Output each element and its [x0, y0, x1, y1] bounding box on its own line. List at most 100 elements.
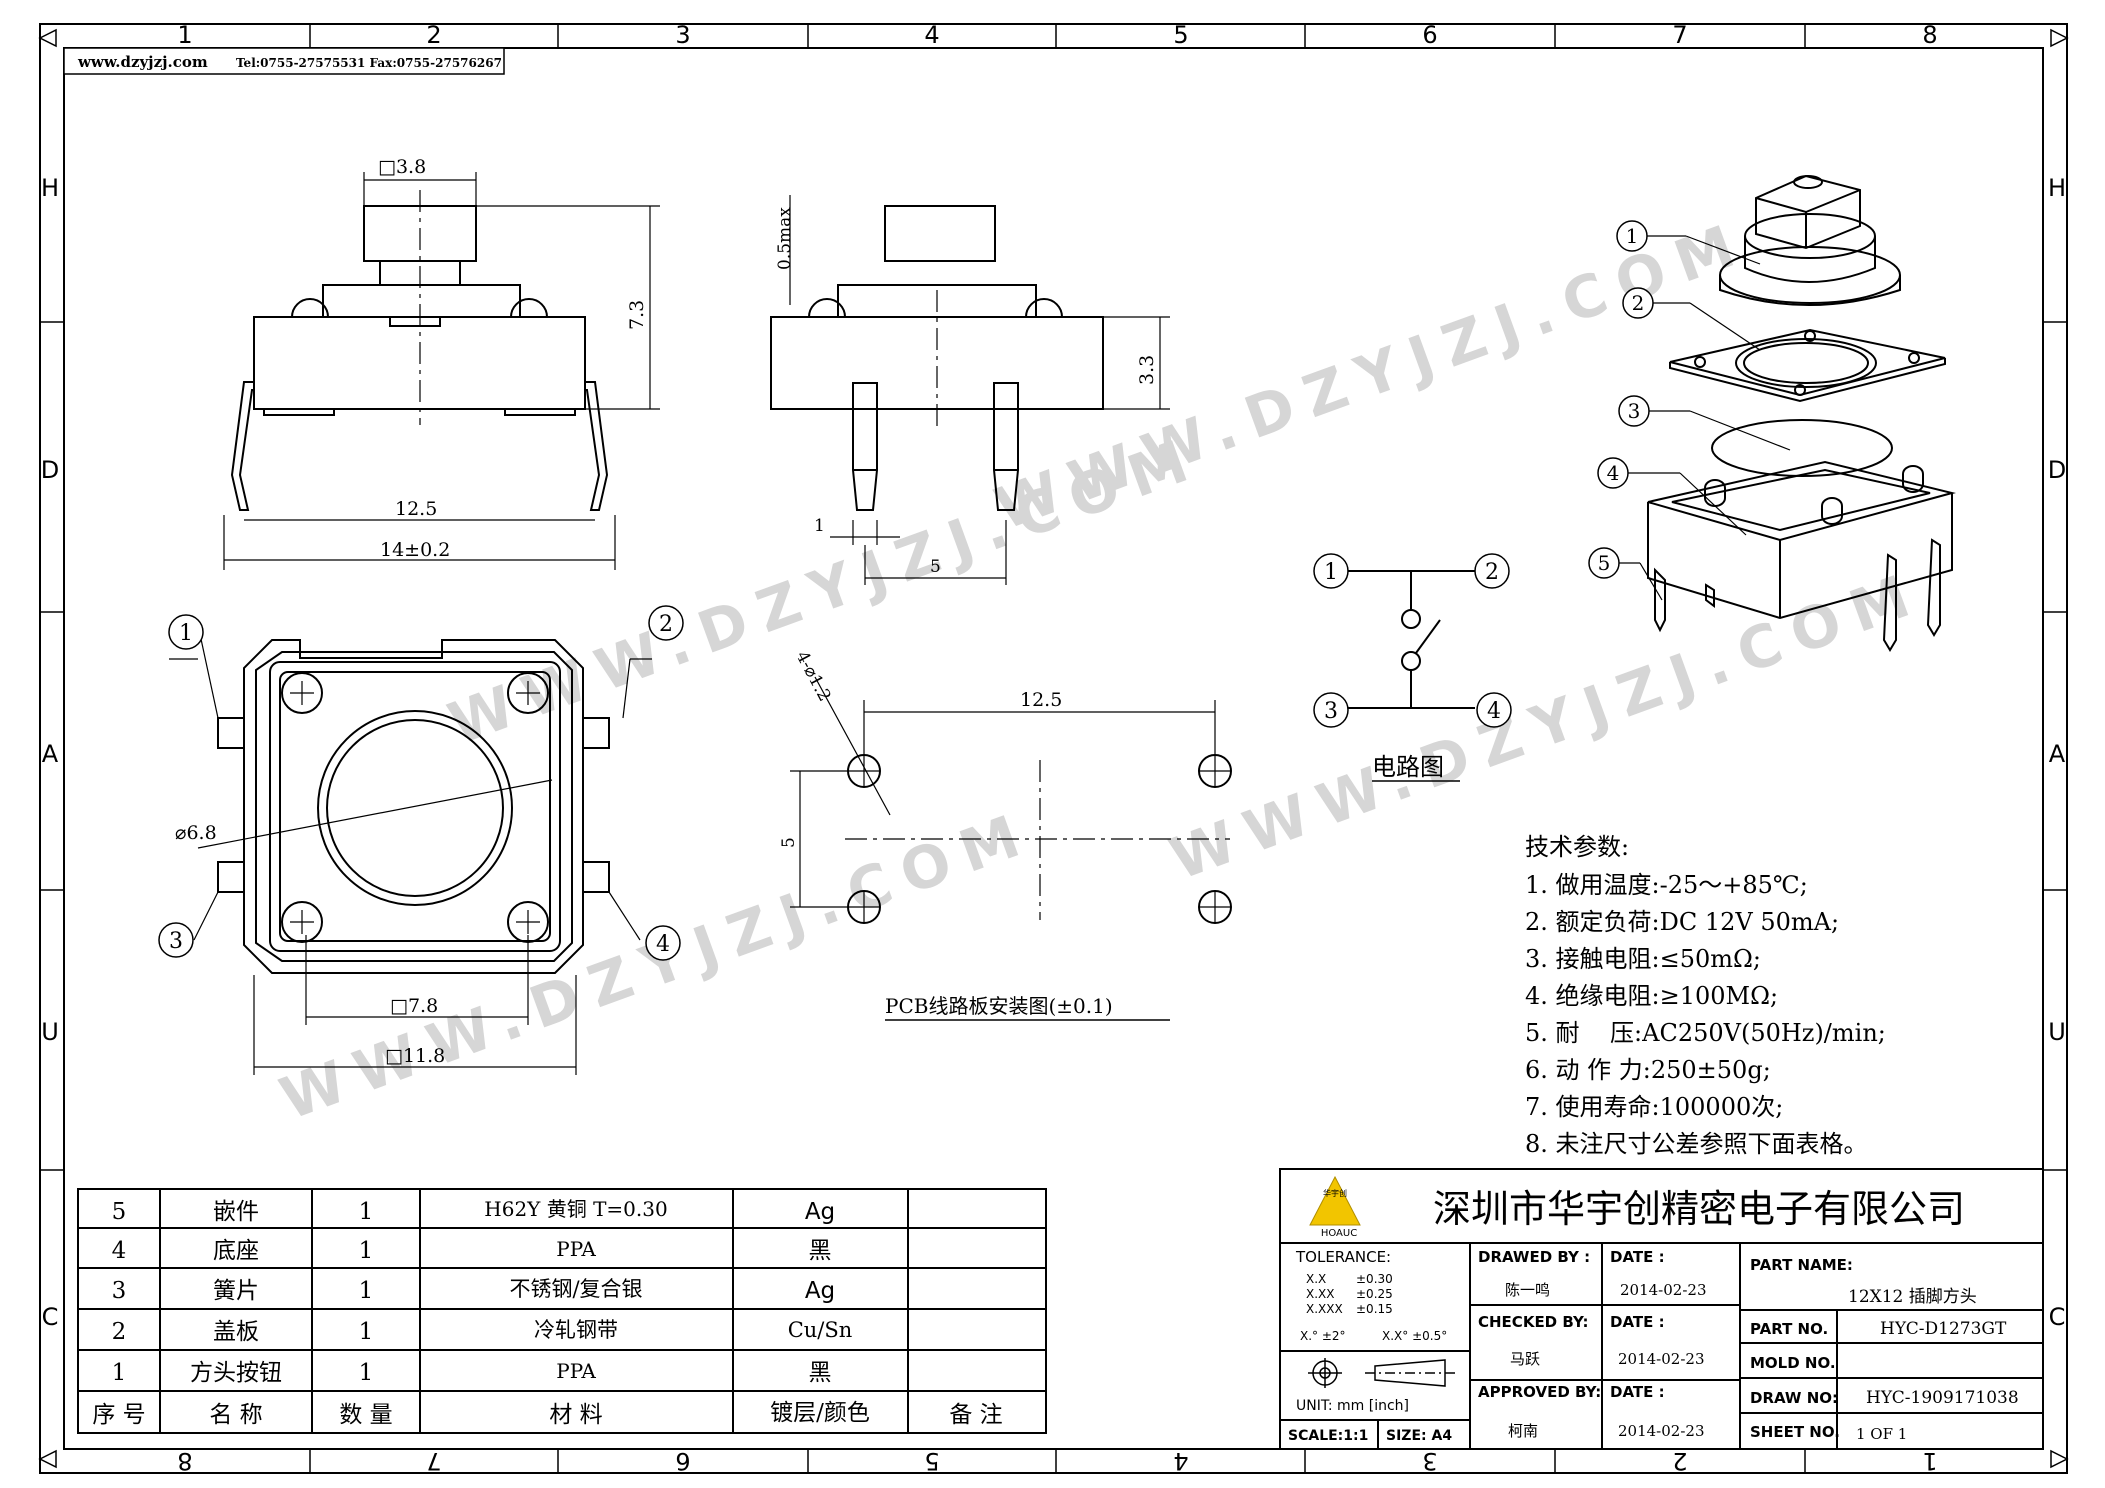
draw-no: HYC-1909171038	[1866, 1388, 2019, 1408]
dim-body-height: 3.3	[1136, 355, 1158, 385]
dim-hole-diameter: 4-⌀1.2	[792, 648, 835, 705]
checked-date: 2014-02-23	[1618, 1350, 1704, 1368]
grid-number-top: 1	[177, 21, 192, 49]
drawn-label: DRAWED BY :	[1478, 1248, 1590, 1266]
side-view-dimensions	[789, 195, 1170, 585]
part-callout: 3	[1628, 399, 1641, 423]
grid-number-bottom: 7	[426, 1447, 441, 1475]
sheet-label: SHEET NO.	[1750, 1423, 1840, 1441]
spec-item: 1. 做用温度:-25～+85℃;	[1525, 871, 1808, 899]
top-view-holes-cross	[290, 681, 540, 934]
grid-number-bottom: 8	[177, 1447, 192, 1475]
date-label: DATE :	[1610, 1313, 1665, 1331]
bom-cell: 不锈钢/复合银	[509, 1277, 642, 1301]
circuit-pin: 2	[1485, 560, 1499, 585]
bom-cell: 黑	[809, 1238, 832, 1264]
title-block	[1279, 1168, 2044, 1450]
dim-pin-spacing: 5	[930, 557, 941, 577]
bom-cell: 3	[112, 1278, 127, 1304]
frame-corner-marks	[38, 28, 2069, 1469]
company-logo: 华宇创 HOAUC	[1309, 1175, 1361, 1239]
bom-header: 名 称	[209, 1402, 262, 1428]
bom-cell: 5	[112, 1199, 127, 1225]
bom-cell: 1	[359, 1199, 374, 1225]
drawn-by: 陈一鸣	[1505, 1281, 1550, 1299]
top-view	[217, 639, 610, 974]
bom-header: 数 量	[339, 1402, 392, 1428]
bom-cell: 方头按钮	[190, 1360, 282, 1386]
grid-letter-left: U	[41, 1018, 59, 1046]
exploded-view	[1647, 174, 1956, 652]
bom-cell: 1	[359, 1360, 374, 1386]
date-label: DATE :	[1610, 1248, 1665, 1266]
dim-overall-width: 14±0.2	[380, 539, 450, 561]
grid-number-bottom: 6	[675, 1447, 690, 1475]
bom-cell: 嵌件	[213, 1199, 259, 1225]
dim-width: 12.5	[395, 498, 437, 520]
frame-ticks	[40, 24, 2067, 1473]
bom-header: 材 料	[549, 1402, 602, 1428]
approved-label: APPROVED BY:	[1478, 1383, 1601, 1401]
dim-max-travel: 0.5max	[775, 207, 795, 270]
watermark-text: WWW.DZYJZJ.COM	[272, 798, 1042, 1134]
grid-number-top: 7	[1672, 21, 1687, 49]
circuit-pin: 1	[1324, 560, 1338, 585]
spec-item: 8. 未注尺寸公差参照下面表格。	[1525, 1130, 1868, 1158]
bom-cell: 黑	[809, 1360, 832, 1386]
grid-letter-right: U	[2048, 1018, 2066, 1046]
bom-cell: 盖板	[213, 1319, 259, 1345]
front-view-dimensions	[223, 172, 660, 570]
header-contact-box: www.dzyjzj.com Tel:0755-27575531 Fax:075…	[63, 47, 505, 75]
draw-no-label: DRAW NO:	[1750, 1389, 1838, 1407]
part-info-block: PART NAME: 12X12 插脚方头 PART NO. HYC-D1273…	[1750, 1256, 2019, 1443]
date-label: DATE :	[1610, 1383, 1665, 1401]
dim-actuator-diameter: ⌀6.8	[175, 822, 217, 844]
part-callout: 1	[1626, 224, 1639, 248]
circuit-caption: 电路图	[1372, 753, 1444, 781]
bom-cell: Cu/Sn	[788, 1318, 853, 1342]
grid-number-bottom: 2	[1672, 1447, 1687, 1475]
spec-item: 6. 动 作 力:250±50g;	[1525, 1056, 1771, 1084]
exploded-part-callouts: 1 2 3 4 5	[1588, 220, 1654, 579]
tolerance-value: ±0.30	[1356, 1272, 1393, 1286]
unit-label: UNIT: mm [inch]	[1296, 1398, 1409, 1414]
dim-pcb-height: 5	[779, 837, 799, 848]
inner-frame	[63, 47, 2044, 1450]
tolerance-block: TOLERANCE: X.X ±0.30 X.XX ±0.25 X.XXX ±0…	[1288, 1248, 1452, 1444]
bom-header: 备 注	[949, 1402, 1002, 1428]
pcb-centerlines	[790, 676, 1231, 923]
part-no-label: PART NO.	[1750, 1320, 1828, 1338]
dim-height: 7.3	[626, 300, 648, 330]
tolerance-key: X.X	[1306, 1272, 1326, 1286]
bom-cell: 冷轧钢带	[534, 1318, 618, 1342]
dim-inner-square: □7.8	[390, 995, 438, 1017]
bom-cell: H62Y 黄铜 T=0.30	[484, 1197, 667, 1221]
bom-cell: 1	[359, 1238, 374, 1264]
bom-header: 序 号	[92, 1402, 145, 1428]
grid-number-bottom: 4	[1173, 1447, 1188, 1475]
grid-letter-left: C	[42, 1303, 59, 1331]
approval-block: DRAWED BY : 陈一鸣 DATE : 2014-02-23 CHECKE…	[1478, 1248, 1706, 1440]
exploded-leaders	[1619, 235, 1791, 601]
pcb-caption: PCB线路板安装图(±0.1)	[885, 994, 1113, 1018]
tolerance-value: ±0.25	[1356, 1287, 1393, 1301]
size-label: SIZE: A4	[1386, 1428, 1452, 1444]
bom-header: 镀层/颜色	[770, 1400, 870, 1426]
tolerance-label: TOLERANCE:	[1295, 1248, 1391, 1266]
pin-callout: 3	[169, 929, 183, 954]
circuit-pin: 3	[1324, 699, 1338, 724]
bom-cell: 2	[112, 1319, 127, 1345]
grid-number-top: 6	[1422, 21, 1437, 49]
sheet-no: 1 OF 1	[1856, 1425, 1907, 1443]
grid-letter-right: C	[2049, 1303, 2066, 1331]
dim-pin-width: 1	[814, 516, 825, 536]
bom-cell: PPA	[556, 1359, 596, 1383]
spec-item: 5. 耐 压:AC250V(50Hz)/min;	[1525, 1019, 1886, 1047]
watermark-text: WWW.DZYJZJ.COM	[987, 208, 1757, 544]
checked-label: CHECKED BY:	[1478, 1313, 1589, 1331]
scale-label: SCALE:1:1	[1288, 1428, 1368, 1444]
bom-cell: PPA	[556, 1237, 596, 1261]
dim-button-size: □3.8	[378, 156, 426, 178]
bom-rows: 5 嵌件 1 H62Y 黄铜 T=0.30 Ag 4 底座 1 PPA 黑 3 …	[92, 1197, 1002, 1428]
tolerance-key: X.XXX	[1306, 1302, 1343, 1316]
